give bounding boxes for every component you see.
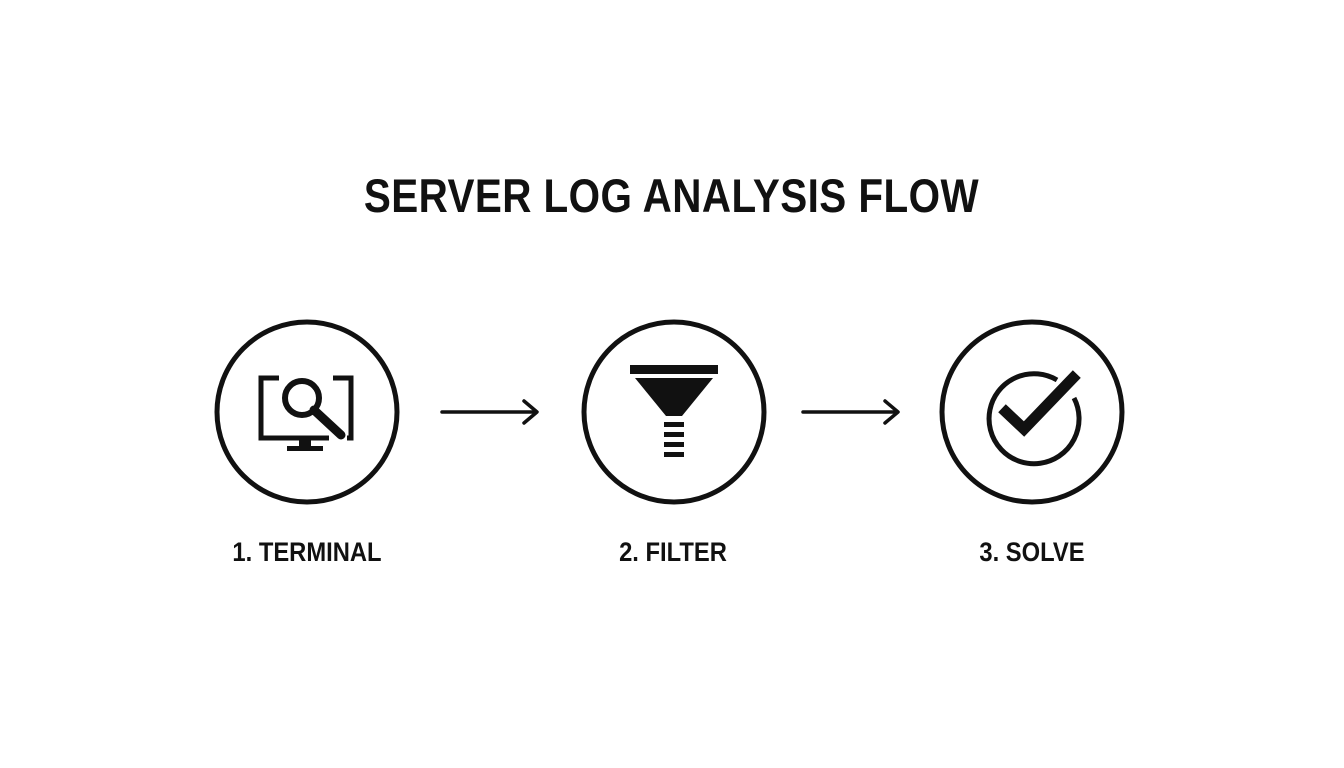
funnel-icon <box>630 365 718 457</box>
monitor-magnifier-icon <box>258 375 354 451</box>
diagram-title: SERVER LOG ANALYSIS FLOW <box>363 169 980 222</box>
arrow-right-icon <box>440 399 539 425</box>
step-circle <box>581 319 767 505</box>
step-label-terminal: 1. TERMINAL <box>232 537 382 567</box>
step-circle <box>214 319 400 505</box>
arrow-right-icon <box>801 399 900 425</box>
step-filter <box>580 318 768 506</box>
step-terminal <box>213 318 401 506</box>
step-label-filter: 2. FILTER <box>619 537 727 567</box>
check-circle-icon <box>986 370 1082 467</box>
step-circle <box>939 319 1125 505</box>
step-solve <box>938 318 1126 506</box>
step-label-solve: 3. SOLVE <box>979 537 1085 567</box>
